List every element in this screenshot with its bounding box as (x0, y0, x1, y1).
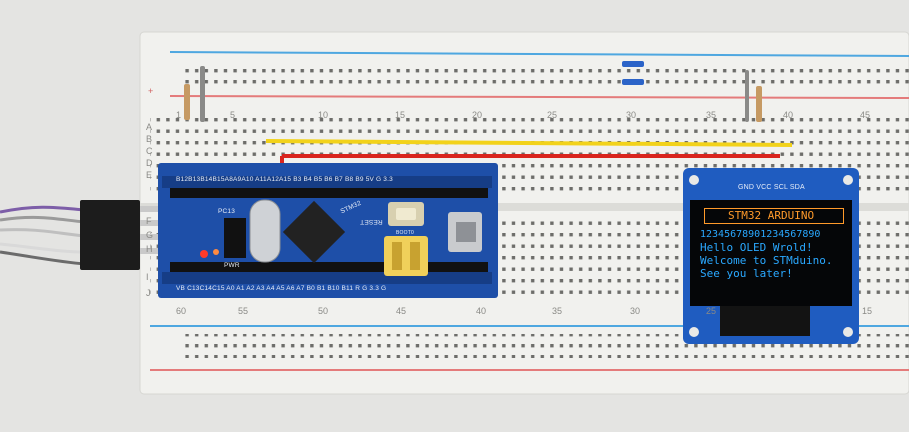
col-num-top-1: 1 (176, 110, 182, 120)
col-num-bottom-40: 40 (476, 306, 487, 316)
row-letter-e: E (146, 170, 153, 180)
row-letter-f: F (146, 216, 152, 226)
rail-holes-top (185, 62, 909, 86)
col-num-top-25: 25 (547, 110, 558, 120)
col-num-top-20: 20 (472, 110, 483, 120)
row-letter-j: J (146, 288, 151, 298)
col-num-top-35: 35 (706, 110, 717, 120)
col-num-bottom-60: 60 (176, 306, 187, 316)
board-pwr-label: PWR (224, 262, 240, 269)
rail-red-top (169, 95, 909, 99)
rail-plus-label: + (148, 86, 154, 96)
center-channel (140, 203, 909, 211)
col-num-top-5: 5 (230, 110, 236, 120)
row-letter-a: A (146, 122, 153, 132)
col-num-top-10: 10 (318, 110, 329, 120)
wire-yellow (265, 139, 793, 147)
ribbon-wires (0, 200, 160, 270)
oled-title: STM32 ARDUINO (728, 209, 815, 222)
board-bottom-pin-labels: VB C13C14C15 A0 A1 A2 A3 A4 A5 A6 A7 B0 … (176, 285, 387, 292)
col-num-bottom-50: 50 (318, 306, 329, 316)
oled-title-box (704, 208, 844, 224)
oled-header-pins: GND VCC SCL SDA (738, 184, 805, 191)
stm32-board (158, 163, 498, 298)
col-num-top-15: 15 (395, 110, 406, 120)
oled-line-2: Hello OLED Wrold! (700, 241, 813, 254)
oled-screen: STM32 ARDUINO 12345678901234567890 Hello… (700, 208, 848, 300)
col-num-top-45: 45 (860, 110, 871, 120)
board-top-pin-labels: B12B13B14B15A8A9A10 A11A12A15 B3 B4 B5 B… (176, 176, 393, 183)
col-num-bottom-25: 25 (706, 306, 717, 316)
row-letter-c: C (146, 146, 153, 156)
col-num-top-40: 40 (783, 110, 794, 120)
oled-module (683, 168, 859, 344)
board-boot-label: BOOT0 (396, 230, 414, 236)
oled-line-1: 12345678901234567890 (700, 229, 821, 240)
jumper-left (184, 84, 190, 120)
row-letter-d: D (146, 158, 153, 168)
oled-line-3: Welcome to STMduino. (700, 254, 833, 267)
row-letter-g: G (146, 230, 154, 240)
oled-line-4: See you later! (700, 267, 793, 280)
jumper-blue-1 (622, 61, 644, 67)
board-reset-label: RESET (360, 218, 383, 225)
row-letter-h: H (146, 244, 153, 254)
board-pc13-label: PC13 (218, 208, 236, 215)
col-num-bottom-30: 30 (630, 306, 641, 316)
col-num-top-30: 30 (626, 110, 637, 120)
col-num-bottom-55: 55 (238, 306, 249, 316)
rail-blue-top (169, 51, 909, 57)
jumper-blue-2 (622, 79, 644, 85)
row-letter-b: B (146, 134, 153, 144)
col-num-bottom-45: 45 (396, 306, 407, 316)
col-num-bottom-35: 35 (552, 306, 563, 316)
jumper-right (756, 86, 762, 122)
col-num-bottom-15: 15 (862, 306, 873, 316)
row-letter-i: I (146, 272, 149, 282)
